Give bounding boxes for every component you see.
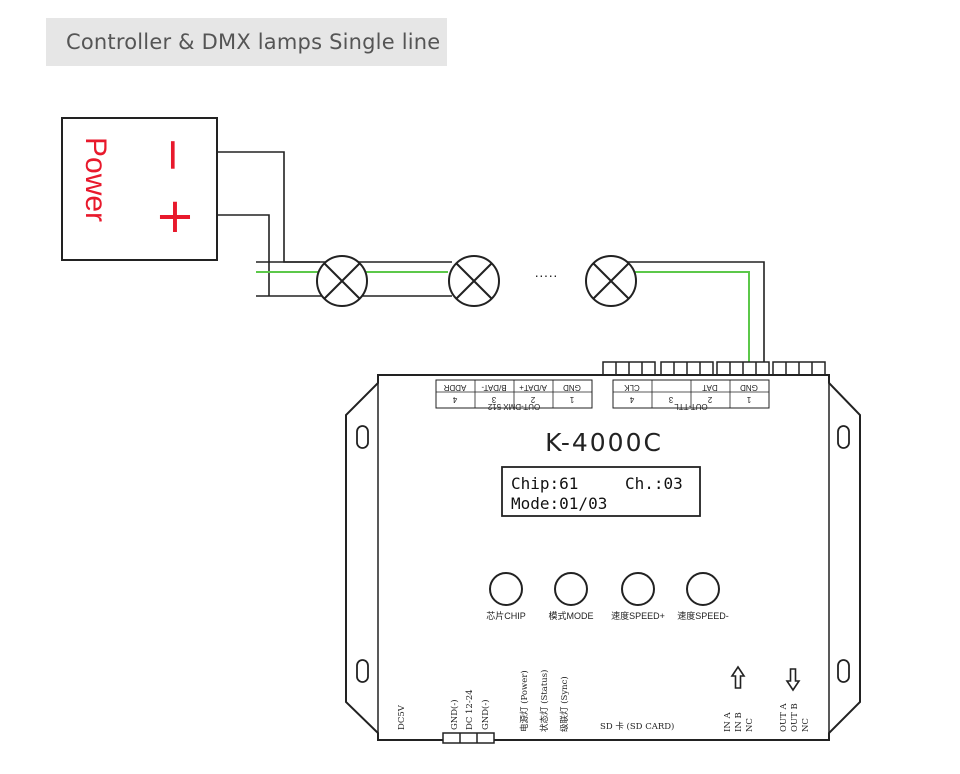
sd-card-label: SD 卡 (SD CARD) [600,721,674,732]
mount-hole-bottom-right [837,659,850,683]
power-label: Power [79,137,112,222]
led-power-label: 电源灯 (Power) [519,670,530,732]
speed-plus-button-label: 速度SPEED+ [611,610,665,621]
arrow-down-icon [785,668,801,692]
in-nc-label: NC [745,718,755,732]
dmx-label-3: B/DAT- [481,383,507,392]
dmx-label-1: GND [563,383,581,392]
lamp3-signal-wire [632,271,750,370]
model-name: K-4000C [545,428,663,457]
power-plus-symbol: + [155,188,195,244]
lcd-mode-value: Mode:01/03 [511,494,607,513]
ellipsis: ····· [534,267,557,283]
mount-hole-bottom-left [356,659,369,683]
ttl-number-4: 4 [629,395,634,404]
lamp3-line-top [626,261,765,370]
in-a-label: IN A [723,712,733,732]
mode-button[interactable]: 模式MODE [548,572,594,621]
dmx-label-4: ADDR [443,383,466,392]
chip-button-label: 芯片CHIP [486,610,526,621]
dmx-label-2: A/DAT+ [519,383,547,392]
speed-minus-button[interactable]: 速度SPEED- [677,572,729,621]
dmx-port-table: GND A/DAT+ B/DAT- ADDR 1 2 3 4 OUT-DMX 5… [435,379,593,411]
ttl-label-4: CLK [624,383,640,392]
lamp-3 [585,255,637,307]
dmx-number-4: 4 [452,395,457,404]
power-wire-minus [217,151,330,263]
led-sync-label: 级联灯 (Sync) [559,676,570,732]
mode-button-label: 模式MODE [548,610,593,621]
ttl-label-2: DAT [702,383,718,392]
chip-button[interactable]: 芯片CHIP [486,572,526,621]
ttl-port-title: OUT-TTL [674,402,708,411]
dmx-port-title: OUT-DMX 512 [487,402,540,411]
lcd-chip-value: Chip:61 [511,474,578,493]
ttl-label-1: GND [740,383,758,392]
mount-hole-top-right [837,425,850,449]
lamp-1 [316,255,368,307]
dc5v-label: DC5V [397,704,407,730]
arrow-up-icon [730,665,746,689]
power-in-dc: DC 12-24 [465,689,475,730]
mount-hole-top-left [356,425,369,449]
power-in-gnd-2: GND(-) [480,699,491,730]
speed-plus-button[interactable]: 速度SPEED+ [611,572,665,621]
out-a-label: OUT A [779,702,789,732]
ttl-number-2: 2 [707,395,712,404]
ttl-number-3: 3 [668,395,673,404]
power-input-connector [442,732,495,744]
ttl-port-table: GND DAT CLK 1 2 3 4 OUT-TTL [612,379,770,411]
power-in-gnd-1: GND(-) [449,699,460,730]
power-wire-plus [217,214,270,296]
lcd-channel-value: Ch.:03 [625,474,683,493]
top-terminal-blocks [602,361,826,377]
lcd-screen [501,466,701,517]
ttl-number-1: 1 [746,395,751,404]
in-b-label: IN B [734,712,744,732]
led-status-label: 状态灯 (Status) [539,670,550,732]
lamp-2 [448,255,500,307]
power-minus-symbol: − [148,137,199,174]
speed-minus-button-label: 速度SPEED- [677,610,729,621]
out-nc-label: NC [801,718,811,732]
dmx-number-2: 2 [530,395,535,404]
diagram-title: Controller & DMX lamps Single line [66,30,441,54]
power-box [61,117,218,261]
out-b-label: OUT B [790,703,800,732]
dmx-number-1: 1 [569,395,574,404]
title-banner: Controller & DMX lamps Single line [46,18,447,66]
dmx-number-3: 3 [491,395,496,404]
